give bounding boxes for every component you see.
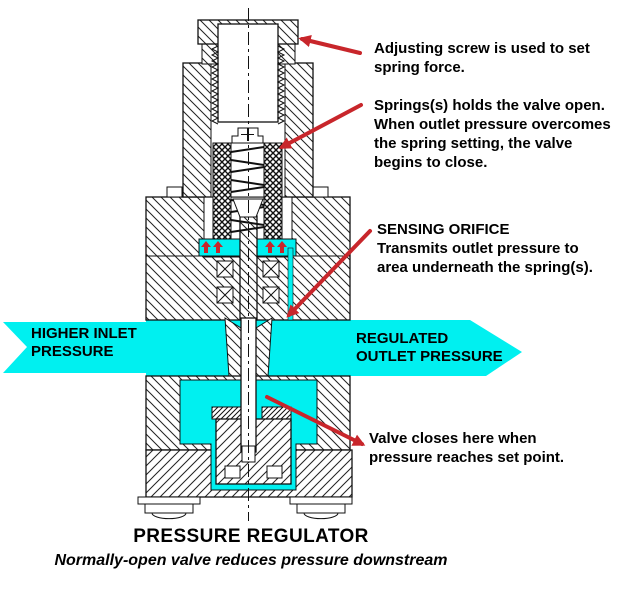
annotation-leaders <box>265 35 372 446</box>
body-stud-left <box>166 186 183 198</box>
inlet-label-line: HIGHER INLET <box>31 325 137 342</box>
body-stud-right <box>312 186 329 198</box>
diagram-title: PRESSURE REGULATOR <box>133 526 369 547</box>
annotation-line: Transmits outlet pressure to <box>377 240 579 257</box>
spring-coil-right <box>263 142 283 240</box>
annotation-line: Adjusting screw is used to set <box>374 40 590 57</box>
thread-left <box>210 45 220 125</box>
annotation-line: SENSING ORIFICE <box>377 221 510 238</box>
outlet-label-line: REGULATED <box>356 330 449 347</box>
pressure-up-arrows <box>201 241 287 253</box>
stem-seals <box>216 260 280 304</box>
annotation-line: the spring setting, the valve <box>374 135 573 152</box>
title-block: PRESSURE REGULATOR Normally-open valve r… <box>0 526 502 570</box>
valve-seat-left <box>211 406 242 420</box>
annotation-adjusting-screw: Adjusting screw is used to set spring fo… <box>374 39 590 77</box>
leader-sensing-orifice <box>286 229 372 318</box>
inlet-label-line: PRESSURE <box>31 343 114 360</box>
inlet-flow-arrow <box>3 322 150 373</box>
outlet-flow-arrow <box>350 320 522 376</box>
leader-spring <box>278 103 363 149</box>
outlet-pressure-label: REGULATED OUTLET PRESSURE <box>356 330 503 366</box>
annotation-valve-seat: Valve closes here when pressure reaches … <box>369 429 564 467</box>
annotation-line: Valve closes here when <box>369 430 537 447</box>
annotation-line: pressure reaches set point. <box>369 449 565 466</box>
spring-coil-lines <box>230 146 265 233</box>
annotation-line: area underneath the spring(s). <box>377 259 593 276</box>
leader-adjusting-screw <box>298 35 362 55</box>
diagram-subtitle: Normally-open valve reduces pressure dow… <box>54 552 448 569</box>
annotation-line: spring force. <box>374 59 465 76</box>
inlet-pressure-label: HIGHER INLET PRESSURE <box>31 325 137 361</box>
thread-right <box>276 45 286 125</box>
mounting-bolts <box>137 496 353 520</box>
lower-valve-section <box>145 317 353 498</box>
leader-valve-seat <box>265 395 366 446</box>
annotation-spring: Springs(s) holds the valve open. When ou… <box>374 96 611 172</box>
sensing-orifice-passage <box>287 247 294 321</box>
spring-coil-left <box>212 142 232 240</box>
annotation-sensing-orifice: SENSING ORIFICE Transmits outlet pressur… <box>377 220 593 277</box>
outlet-label-line: OUTLET PRESSURE <box>356 348 503 365</box>
annotation-line: When outlet pressure overcomes <box>374 116 611 133</box>
annotation-line: begins to close. <box>374 154 488 171</box>
spring-assembly <box>212 127 283 240</box>
annotation-line: Springs(s) holds the valve open. <box>374 97 605 114</box>
